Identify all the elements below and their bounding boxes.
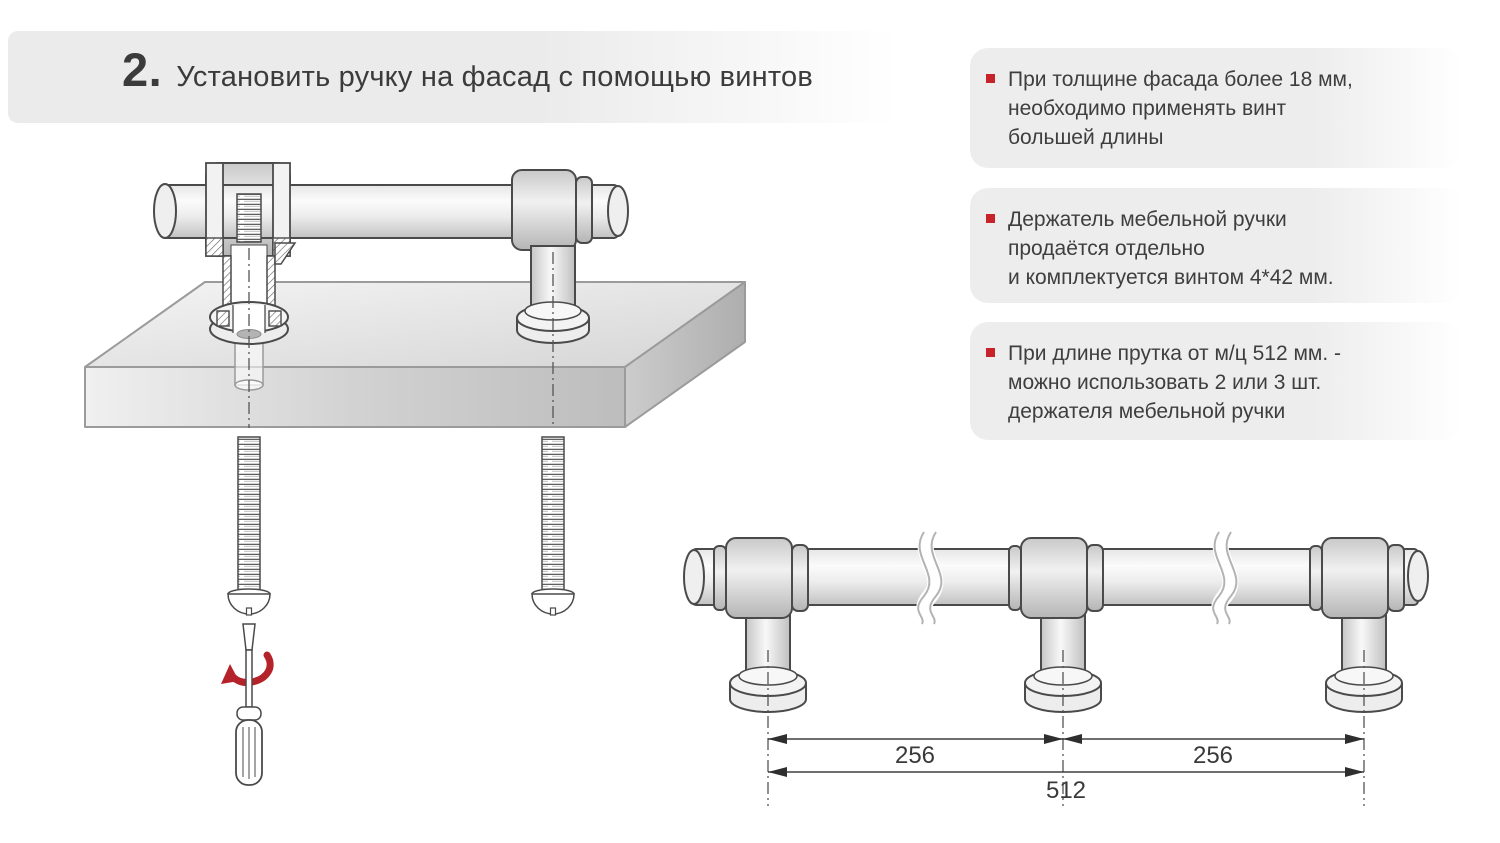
dimension-line-256-right: 256 xyxy=(1063,734,1364,769)
holder-cross-section xyxy=(205,162,297,345)
note-text: При толщине фасада более 18 мм, необходи… xyxy=(1008,65,1353,168)
bar-end-cap xyxy=(607,185,629,237)
note-box-rod-length: При длине прутка от м/ц 512 мм. - можно … xyxy=(970,322,1462,440)
note-line: большей длины xyxy=(1008,126,1164,149)
note-text: Держатель мебельной ручки продаётся отде… xyxy=(1008,205,1334,303)
dim-label-256-left: 256 xyxy=(895,742,935,769)
step-banner xyxy=(8,31,924,123)
break-mark xyxy=(916,527,944,628)
note-line: Держатель мебельной ручки xyxy=(1008,208,1287,231)
dim-label-512: 512 xyxy=(1046,777,1086,804)
note-line: При длине прутка от м/ц 512 мм. - xyxy=(1008,342,1341,365)
holder-middle xyxy=(1008,537,1104,713)
note-line: и комплектуется винтом 4*42 мм. xyxy=(1008,266,1334,289)
holder-left xyxy=(713,537,809,713)
step-title-text: Установить ручку на фасад с помощью винт… xyxy=(176,61,813,93)
holder-side-view xyxy=(511,169,593,344)
bar-end-cap xyxy=(153,183,177,239)
bar-end-cap xyxy=(1407,550,1429,602)
break-mark xyxy=(1211,527,1239,628)
note-box-holder-sold-separately: Держатель мебельной ручки продаётся отде… xyxy=(970,188,1462,303)
note-line: необходимо применять винт xyxy=(1008,97,1287,120)
note-line: продаётся отдельно xyxy=(1008,237,1205,260)
step-title: 2. Установить ручку на фасад с помощью в… xyxy=(122,42,813,97)
note-line: При толщине фасада более 18 мм, xyxy=(1008,68,1353,91)
bullet-icon xyxy=(986,348,995,357)
dim-label-256-right: 256 xyxy=(1193,742,1233,769)
note-box-facade-thickness: При толщине фасада более 18 мм, необходи… xyxy=(970,48,1462,168)
bar-end-cap xyxy=(683,549,705,605)
bullet-icon xyxy=(986,214,995,223)
holder-right xyxy=(1309,537,1405,713)
handle-on-panel-illustration xyxy=(84,162,746,786)
dimension-line-512: 512 xyxy=(768,767,1364,804)
note-line: можно использовать 2 или 3 шт. xyxy=(1008,371,1322,394)
panel-board xyxy=(84,281,746,428)
screw-icon xyxy=(531,436,575,616)
screwdriver-icon xyxy=(221,623,274,786)
multi-holder-diagram: 256 256 512 xyxy=(683,527,1429,806)
screw-icon xyxy=(227,436,271,616)
note-line: держателя мебельной ручки xyxy=(1008,400,1286,423)
note-text: При длине прутка от м/ц 512 мм. - можно … xyxy=(1008,339,1341,440)
dimension-line-256-left: 256 xyxy=(768,734,1063,769)
bullet-icon xyxy=(986,74,995,83)
step-number: 2. xyxy=(122,43,163,96)
grub-screw-thread xyxy=(236,193,262,243)
